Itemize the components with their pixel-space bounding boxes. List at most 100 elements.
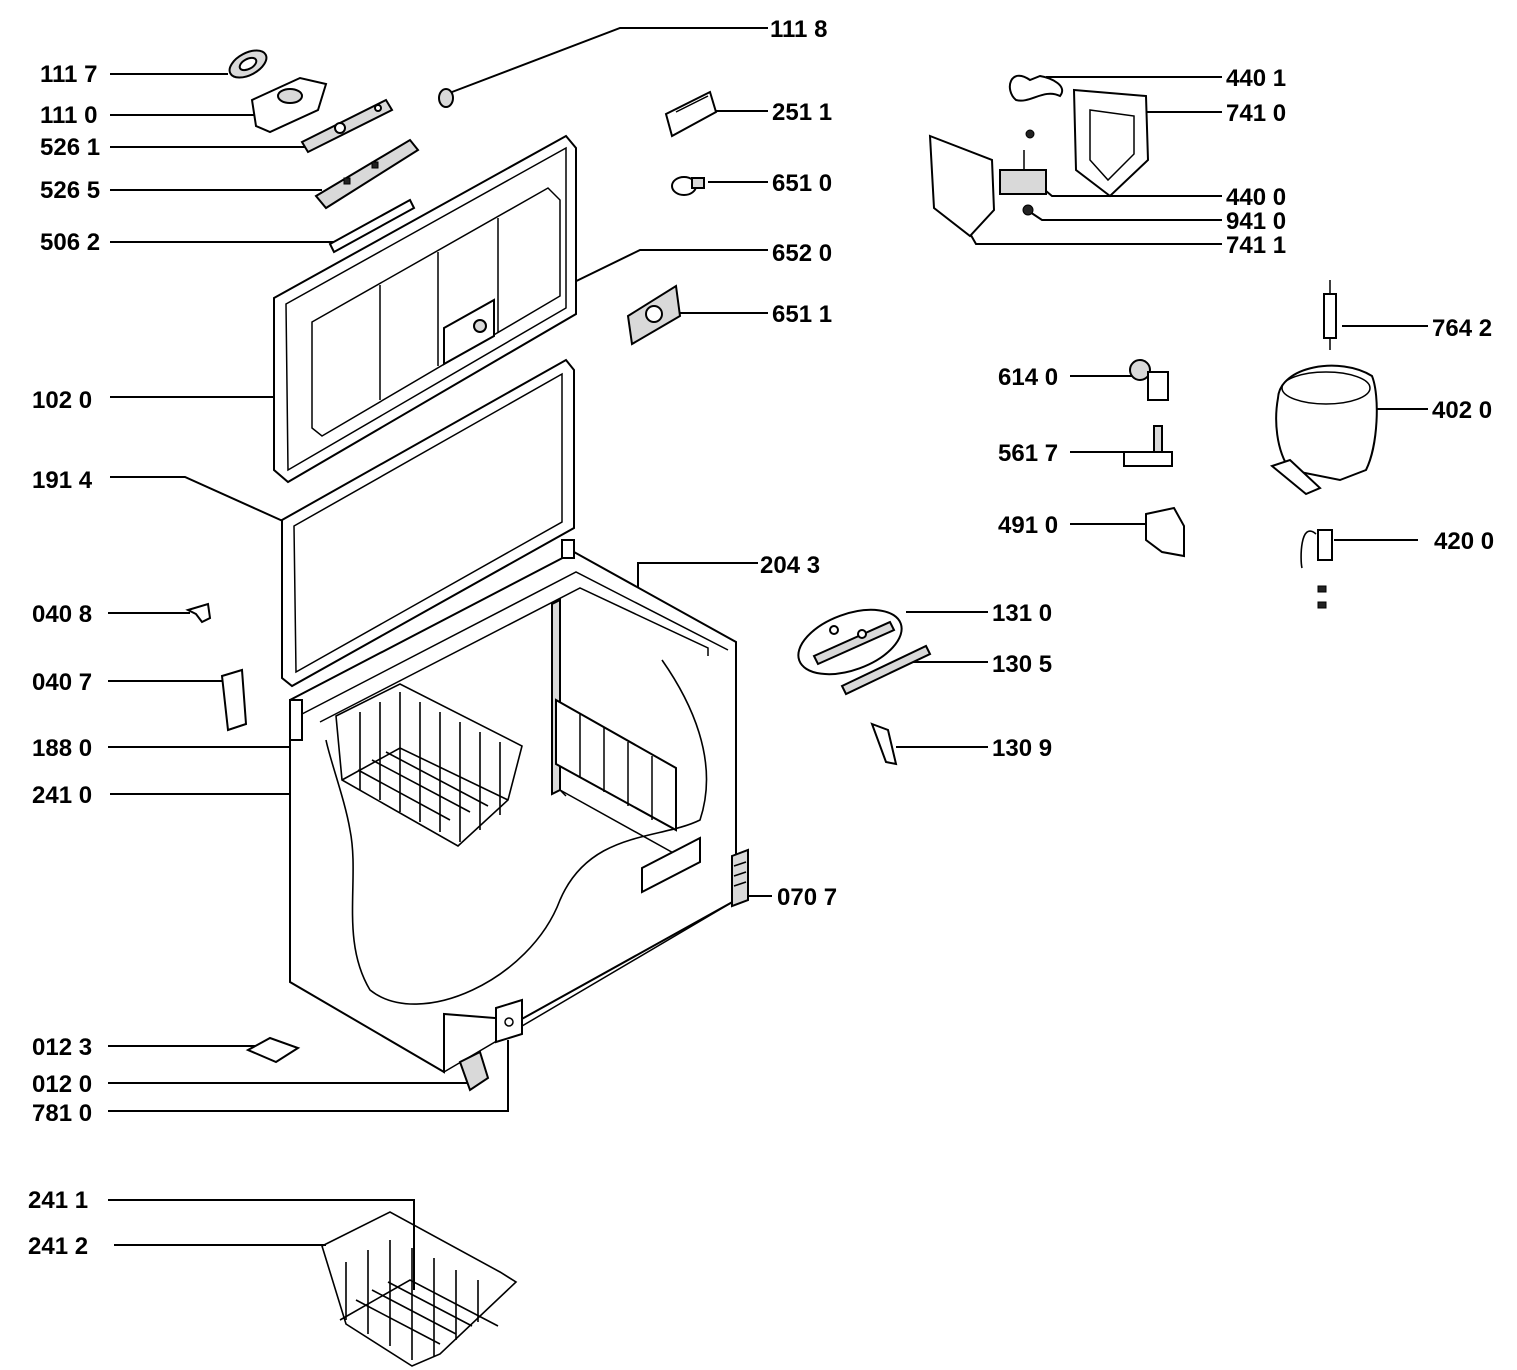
leader-line <box>967 229 1222 245</box>
callout-764-2: 764 2 <box>1342 315 1492 342</box>
part-number-label: 102 0 <box>32 387 92 414</box>
callout-651-0: 651 0 <box>708 170 832 197</box>
part-number-label: 402 0 <box>1432 397 1492 424</box>
part-number-label: 111 0 <box>40 102 97 129</box>
callout-651-1: 651 1 <box>680 301 832 328</box>
callout-130-9: 130 9 <box>896 735 1052 762</box>
callout-526-5: 526 5 <box>40 177 322 204</box>
leader-line <box>108 1199 415 1290</box>
wire-basket-large <box>321 1211 518 1367</box>
foot-bracket-part <box>245 1036 301 1064</box>
part-number-label: 651 1 <box>772 301 832 328</box>
part-number-label: 941 0 <box>1226 208 1286 235</box>
callout-652-0: 652 0 <box>483 240 832 327</box>
part-number-label: 040 8 <box>32 601 92 628</box>
part-number-label: 506 2 <box>40 229 100 256</box>
part-number-label: 440 0 <box>1226 184 1286 211</box>
leader-line <box>1029 211 1222 221</box>
part-number-label: 130 5 <box>992 651 1052 678</box>
leader-line <box>110 476 286 523</box>
part-number-label: 781 0 <box>32 1100 92 1127</box>
part-number-label: 420 0 <box>1434 528 1494 555</box>
callout-506-2: 506 2 <box>40 229 334 256</box>
part-number-label: 040 7 <box>32 669 92 696</box>
callout-111-7: 111 7 <box>40 61 228 88</box>
part-number-label: 188 0 <box>32 735 92 762</box>
part-number-label: 111 7 <box>40 61 97 88</box>
callout-188-0: 188 0 <box>32 735 292 762</box>
callout-040-8: 040 8 <box>32 601 190 628</box>
small-plug-part <box>438 88 454 108</box>
callout-111-8: 111 8 <box>451 16 827 93</box>
callout-402-0: 402 0 <box>1376 397 1492 424</box>
fan-blade-part <box>1008 74 1063 102</box>
lid-gasket <box>281 358 575 688</box>
part-number-label: 012 3 <box>32 1034 92 1061</box>
callout-012-3: 012 3 <box>32 1034 256 1061</box>
callout-070-7: 070 7 <box>748 884 837 911</box>
leader-line <box>108 1040 509 1112</box>
side-grille-part <box>731 848 749 908</box>
callout-440-1: 440 1 <box>1046 65 1286 92</box>
part-number-label: 491 0 <box>998 512 1058 539</box>
callout-251-1: 251 1 <box>716 99 832 126</box>
part-number-label: 131 0 <box>992 600 1052 627</box>
callout-741-0: 741 0 <box>1146 100 1286 127</box>
callout-420-0: 420 0 <box>1334 528 1494 555</box>
callout-614-0: 614 0 <box>998 364 1134 391</box>
callout-241-1: 241 1 <box>28 1187 415 1290</box>
part-number-label: 561 7 <box>998 440 1058 467</box>
part-number-label: 204 3 <box>760 552 820 579</box>
rating-plate <box>641 836 701 894</box>
wire-basket <box>335 683 523 847</box>
thermostat-knob-part <box>228 49 268 79</box>
compressor-part <box>1269 364 1378 496</box>
leader-line <box>451 27 768 93</box>
fan-bracket-part <box>928 134 996 238</box>
freezer-lid <box>273 134 577 484</box>
door-shelf-part <box>664 90 718 138</box>
callout-440-0: 440 0 <box>1039 184 1286 211</box>
part-number-label: 440 1 <box>1226 65 1286 92</box>
lamp-bulb-part <box>671 176 705 196</box>
part-number-label: 651 0 <box>772 170 832 197</box>
hinge-bracket-part <box>314 138 420 210</box>
part-number-label: 652 0 <box>772 240 832 267</box>
callout-941-0: 941 0 <box>1029 208 1286 235</box>
callout-040-7: 040 7 <box>32 669 222 696</box>
clip-part <box>185 602 212 624</box>
divider-panel <box>551 598 677 832</box>
callout-241-2: 241 2 <box>28 1233 326 1260</box>
part-number-label: 526 5 <box>40 177 100 204</box>
callout-526-1: 526 1 <box>40 134 310 161</box>
part-number-label: 614 0 <box>998 364 1058 391</box>
capacitor-part <box>1300 529 1333 609</box>
callout-012-0: 012 0 <box>32 1071 468 1098</box>
thermostat-bracket-part <box>797 608 903 676</box>
callout-102-0: 102 0 <box>32 387 276 414</box>
thermostat-housing-part <box>250 76 328 134</box>
callout-191-4: 191 4 <box>32 467 286 523</box>
part-number-label: 741 0 <box>1226 100 1286 127</box>
part-number-label: 191 4 <box>32 467 93 494</box>
fan-shroud-part <box>1072 88 1150 198</box>
part-number-label: 741 1 <box>1226 232 1286 259</box>
grommet-part <box>1022 129 1035 216</box>
overload-protector-part <box>1123 425 1173 467</box>
part-number-label: 070 7 <box>777 884 837 911</box>
part-number-label: 764 2 <box>1432 315 1492 342</box>
part-number-label: 241 0 <box>32 782 92 809</box>
part-number-label: 012 0 <box>32 1071 92 1098</box>
part-number-label: 111 8 <box>770 16 827 43</box>
clamp-part <box>870 722 898 766</box>
leader-line <box>1039 185 1222 197</box>
callout-741-1: 741 1 <box>967 229 1286 259</box>
drier-filter-part <box>1323 280 1337 350</box>
drain-plug-part <box>495 998 523 1044</box>
lamp-cover-strip-part <box>328 198 416 254</box>
part-number-label: 251 1 <box>772 99 832 126</box>
callout-491-0: 491 0 <box>998 512 1146 539</box>
lamp-holder-part <box>626 284 682 346</box>
part-number-label: 241 1 <box>28 1187 88 1214</box>
